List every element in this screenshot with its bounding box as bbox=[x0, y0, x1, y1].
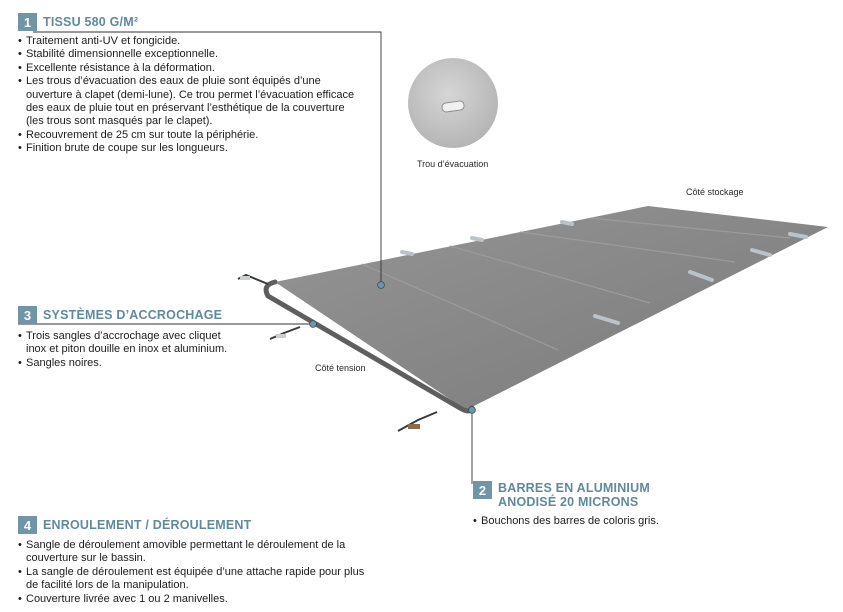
section-rolling: 4 ENROULEMENT / DÉROULEMENT Sangle de dé… bbox=[18, 516, 378, 606]
list-item: Recouvrement de 25 cm sur toute la périp… bbox=[18, 129, 363, 143]
section-hooking-list: Trois sangles d’accrochage avec cliquet … bbox=[18, 330, 243, 371]
list-item: Excellente résistance à la déformation. bbox=[18, 62, 363, 76]
section-fabric: 1 TISSU 580 G/M² Traitement anti-UV et f… bbox=[18, 13, 388, 156]
section-number-badge: 3 bbox=[18, 306, 37, 324]
section-hooking: 3 SYSTÈMES D’ACCROCHAGE Trois sangles d’… bbox=[18, 306, 258, 371]
section-fabric-heading: 1 TISSU 580 G/M² bbox=[18, 13, 388, 31]
section-bars-list: Bouchons des barres de coloris gris. bbox=[473, 515, 733, 529]
list-item: Les trous d’évacuation des eaux de pluie… bbox=[18, 75, 363, 129]
list-item: Sangle de déroulement amovible permettan… bbox=[18, 539, 370, 566]
hooking-straps bbox=[237, 273, 438, 432]
section-rolling-title: ENROULEMENT / DÉROULEMENT bbox=[43, 517, 252, 532]
tension-side-caption: Côté tension bbox=[315, 363, 366, 373]
section-bars-heading: 2 BARRES EN ALUMINIUM ANODISÉ 20 MICRONS bbox=[473, 481, 733, 509]
section-rolling-heading: 4 ENROULEMENT / DÉROULEMENT bbox=[18, 516, 378, 534]
drain-hole-detail bbox=[408, 58, 498, 148]
list-item: Couverture livrée avec 1 ou 2 manivelles… bbox=[18, 593, 370, 607]
list-item: Stabilité dimensionnelle exceptionnelle. bbox=[18, 48, 363, 62]
list-item: Sangles noires. bbox=[18, 357, 243, 371]
section-hooking-title: SYSTÈMES D’ACCROCHAGE bbox=[43, 307, 223, 322]
section-fabric-list: Traitement anti-UV et fongicide. Stabili… bbox=[18, 35, 363, 156]
drain-hole-caption: Trou d’évacuation bbox=[417, 159, 489, 169]
section-number-badge: 4 bbox=[18, 516, 37, 534]
leader-lines bbox=[18, 31, 473, 484]
section-hooking-heading: 3 SYSTÈMES D’ACCROCHAGE bbox=[18, 306, 258, 324]
section-rolling-list: Sangle de déroulement amovible permettan… bbox=[18, 539, 370, 606]
section-bars-title-line1: BARRES EN ALUMINIUM bbox=[498, 481, 650, 495]
list-item: Traitement anti-UV et fongicide. bbox=[18, 35, 363, 49]
list-item: Finition brute de coupe sur les longueur… bbox=[18, 142, 363, 156]
storage-side-caption: Côté stockage bbox=[686, 187, 744, 197]
section-bars-title: BARRES EN ALUMINIUM ANODISÉ 20 MICRONS bbox=[498, 481, 650, 509]
section-number-badge: 2 bbox=[473, 481, 492, 499]
section-fabric-title: TISSU 580 G/M² bbox=[43, 14, 139, 29]
pool-cover bbox=[263, 206, 828, 414]
section-aluminium-bars: 2 BARRES EN ALUMINIUM ANODISÉ 20 MICRONS… bbox=[473, 481, 733, 529]
list-item: La sangle de déroulement est équipée d’u… bbox=[18, 566, 370, 593]
list-item: Trois sangles d’accrochage avec cliquet … bbox=[18, 330, 243, 357]
section-number-badge: 1 bbox=[18, 13, 37, 31]
aluminium-bars bbox=[400, 220, 808, 325]
leader-dots bbox=[309, 281, 476, 414]
list-item: Bouchons des barres de coloris gris. bbox=[473, 515, 733, 529]
section-bars-title-line2: ANODISÉ 20 MICRONS bbox=[498, 495, 639, 509]
